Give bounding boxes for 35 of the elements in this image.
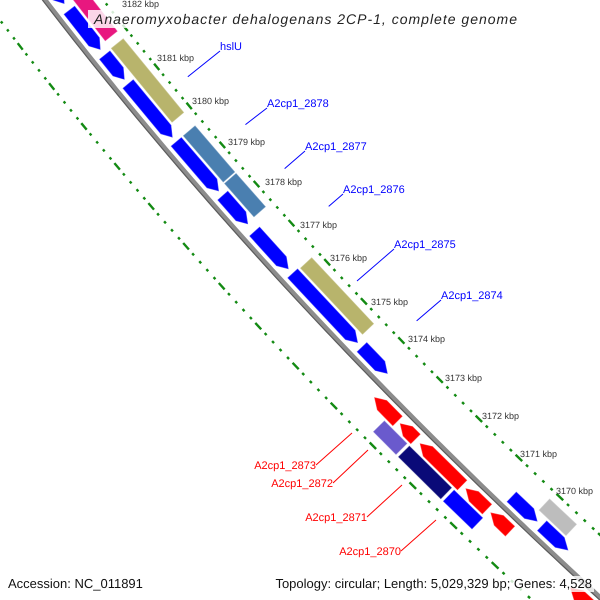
tick-label: 3179 kbp [228, 137, 266, 148]
leader-line [187, 50, 220, 78]
tick-label: 3177 kbp [300, 220, 338, 231]
tick-label: 3181 kbp [157, 53, 194, 64]
tick-label: 3174 kbp [408, 334, 446, 345]
tick-label: 3176 kbp [330, 253, 368, 264]
gene-label: A2cp1_2878 [267, 98, 329, 111]
accession-text: Accession: NC_011891 [6, 576, 145, 592]
tick-label: 3182 kbp [122, 0, 160, 10]
leader-line [244, 108, 268, 126]
gene-label: A2cp1_2872 [271, 478, 333, 491]
leader-line [316, 432, 352, 466]
tick-label: 3178 kbp [265, 177, 302, 188]
leader-line [416, 300, 442, 322]
tick-label: 3171 kbp [520, 449, 558, 460]
tick-label: 3175 kbp [371, 297, 408, 308]
genome-summary-text: Topology: circular; Length: 5,029,329 bp; Genes: 4,528 [273, 576, 594, 592]
gene-label: A2cp1_2871 [305, 512, 367, 525]
gene-label: hslU [220, 41, 242, 54]
leader-line [366, 484, 402, 518]
leader-line [328, 194, 344, 207]
leader-line [284, 150, 306, 170]
gene-label: A2cp1_2873 [254, 460, 316, 473]
gene-label: A2cp1_2874 [441, 290, 503, 303]
tick-label: 3170 kbp [556, 486, 594, 497]
leader-line [400, 520, 436, 552]
leader-line [356, 248, 394, 282]
gene-label: A2cp1_2876 [343, 184, 405, 197]
tick-label: 3173 kbp [445, 373, 482, 384]
gene-label: A2cp1_2875 [394, 239, 456, 252]
gene-label: A2cp1_2877 [305, 141, 367, 154]
tick-label: 3172 kbp [482, 411, 520, 422]
tick-label: 3180 kbp [192, 96, 230, 107]
gene-label: A2cp1_2870 [339, 546, 401, 559]
leader-line [332, 450, 368, 484]
